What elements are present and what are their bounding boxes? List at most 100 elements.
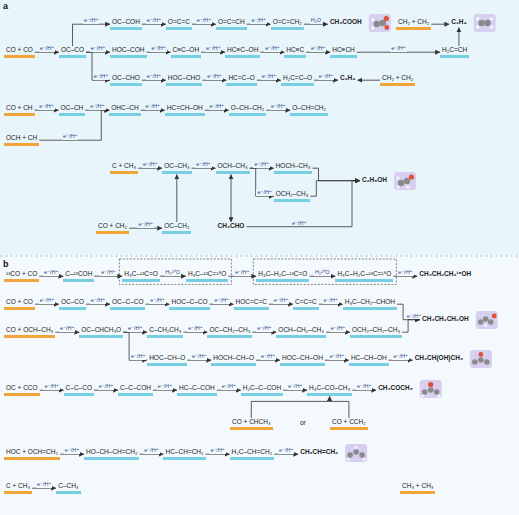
reaction-arrow — [402, 320, 420, 333]
node-text: H₃C–CO–CH₃ — [309, 384, 350, 391]
node-text: HOCH–CH–O — [213, 354, 254, 361]
reaction-arrow — [247, 24, 271, 25]
node-text: C₂H₅OH — [362, 176, 387, 183]
surface-intermediate: HC–C–COH — [177, 384, 217, 396]
surface-intermediate: OC–COH — [110, 18, 142, 30]
surface-intermediate: OC–CO — [59, 298, 86, 310]
adsorbate-pair: CH₃ + CH₃ — [400, 482, 435, 494]
node-text: HC≡C — [286, 46, 304, 53]
node-text: C₂H₄ — [451, 18, 466, 25]
node-text: C–C–COH — [120, 384, 151, 391]
node-text: HC≡CH — [332, 46, 355, 53]
panel-divider — [0, 256, 519, 257]
edge-label: e⁻/H⁺ — [143, 447, 159, 454]
edge-label: e⁻/H⁺ — [146, 73, 162, 80]
node-text: H₃C–¹³C=O — [124, 270, 158, 277]
reaction-arrow — [140, 454, 164, 455]
surface-intermediate: O=C=C — [166, 18, 192, 30]
reaction-arrow — [252, 332, 276, 333]
alt-text: or — [300, 419, 306, 426]
node-text: C≡C–OH — [173, 46, 200, 53]
reaction-arrow — [60, 454, 84, 455]
reaction-arrow — [141, 110, 165, 111]
node-text: OCH + CH — [6, 134, 37, 141]
surface-intermediate: O–CH–CH₂ — [229, 104, 267, 116]
reaction-arrow — [325, 360, 349, 361]
node-text: CH₃CH(OH)CH₃ — [415, 354, 463, 361]
node-text: HOC–C–CO — [171, 298, 207, 305]
edge-label: H₂O — [310, 17, 322, 24]
node-text: HC=CH–OH — [167, 104, 203, 111]
edge-label: e⁻/H⁺ — [130, 353, 146, 360]
reaction-arrow — [192, 168, 216, 169]
adsorbate-pair: CO + CHCH₃ — [230, 418, 273, 430]
node-text: OHC–CH — [111, 104, 138, 111]
surface-intermediate: OC–CO — [59, 46, 86, 58]
node-text: HC–CH=CH₂ — [165, 448, 203, 455]
node-text: O=C=CH — [218, 18, 245, 25]
node-text: CO + CO — [6, 46, 33, 53]
node-text: HO–CH–CH=CH₂ — [86, 448, 137, 455]
surface-intermediate: C=C=C — [293, 298, 319, 310]
node-text: HOC–COH — [112, 46, 145, 53]
reaction-arrow — [217, 390, 241, 391]
node-text: O–CH=CH₂ — [292, 104, 326, 111]
edge-label: e⁻/H⁺ — [264, 45, 280, 52]
node-text: CO + CHCH₃ — [232, 418, 271, 425]
reaction-arrow — [330, 396, 349, 418]
reaction-arrow — [129, 228, 162, 229]
node-text: HOC + OCH=CH₂ — [6, 448, 58, 455]
reaction-arrow — [35, 110, 59, 111]
edge-label: e⁻/H⁺ — [253, 161, 269, 168]
edge-label: e⁻/H⁺ — [329, 353, 345, 360]
reaction-arrow — [183, 332, 207, 333]
reaction-arrow — [389, 360, 413, 361]
node-text: CH₃ + CH₃ — [402, 482, 433, 489]
edge-label: e⁻/H⁺ — [43, 269, 59, 276]
reaction-arrow — [35, 304, 59, 305]
node-text: O=C=CH₂ — [273, 18, 302, 25]
edge-label: e⁻/H⁺ — [310, 45, 326, 52]
surface-intermediate: HC–CH–OH — [349, 354, 389, 366]
adsorbate-pair: CO + CO — [4, 46, 35, 58]
node-text: H₃C–H₂C–¹³C=¹⁸O — [337, 270, 391, 277]
surface-intermediate: H₂C–C–COH — [241, 384, 283, 396]
reaction-arrow — [319, 304, 343, 305]
adsorbate-pair: CO + CH — [4, 104, 35, 116]
reaction-arrow — [153, 390, 177, 391]
reaction-arrow — [326, 332, 350, 333]
node-text: H₃C–¹³C=¹⁸O — [188, 270, 226, 277]
edge-label: e⁻/H⁺ — [191, 353, 207, 360]
reaction-arrow — [142, 80, 166, 81]
reaction-arrow — [314, 80, 338, 81]
reaction-arrow — [202, 80, 226, 81]
surface-intermediate: H₃C–CH₂–CHOH — [343, 298, 397, 310]
node-text: H₂C=C–O — [283, 74, 312, 81]
reaction-arrow — [40, 390, 64, 391]
reaction-arrow — [187, 360, 211, 361]
reaction-arrow — [313, 168, 361, 181]
reaction-arrow — [250, 168, 274, 169]
node-text: HC=C–O — [228, 74, 255, 81]
molecule-model — [474, 14, 496, 32]
surface-intermediate: HOC=C=C — [234, 298, 269, 310]
adsorbate-pair: ¹³CO + CO — [4, 270, 39, 282]
edge-label: e⁻/H⁺ — [64, 447, 80, 454]
node-text: HOC–CH–OH — [282, 354, 323, 361]
reaction-arrow — [304, 24, 328, 25]
node-text: CO + CH₂ — [98, 222, 127, 229]
edge-label: e⁻/H⁺ — [127, 325, 143, 332]
node-text: OC–CH — [61, 104, 84, 111]
node-text: OC + CCO — [6, 384, 38, 391]
reaction-arrow — [269, 304, 293, 305]
edge-label: e⁻/H⁺ — [62, 133, 78, 140]
edge-label: e⁻/H⁺ — [250, 17, 266, 24]
surface-intermediate: C–¹³COH — [63, 270, 94, 282]
edge-label: e⁻/H⁺ — [195, 161, 211, 168]
node-text: C–CH₂CH₃ — [149, 326, 181, 333]
edge-label: e⁻/H⁺ — [287, 383, 303, 390]
reaction-arrow — [256, 360, 280, 361]
panel-letter: a — [3, 1, 8, 11]
dashed-group — [253, 259, 396, 284]
